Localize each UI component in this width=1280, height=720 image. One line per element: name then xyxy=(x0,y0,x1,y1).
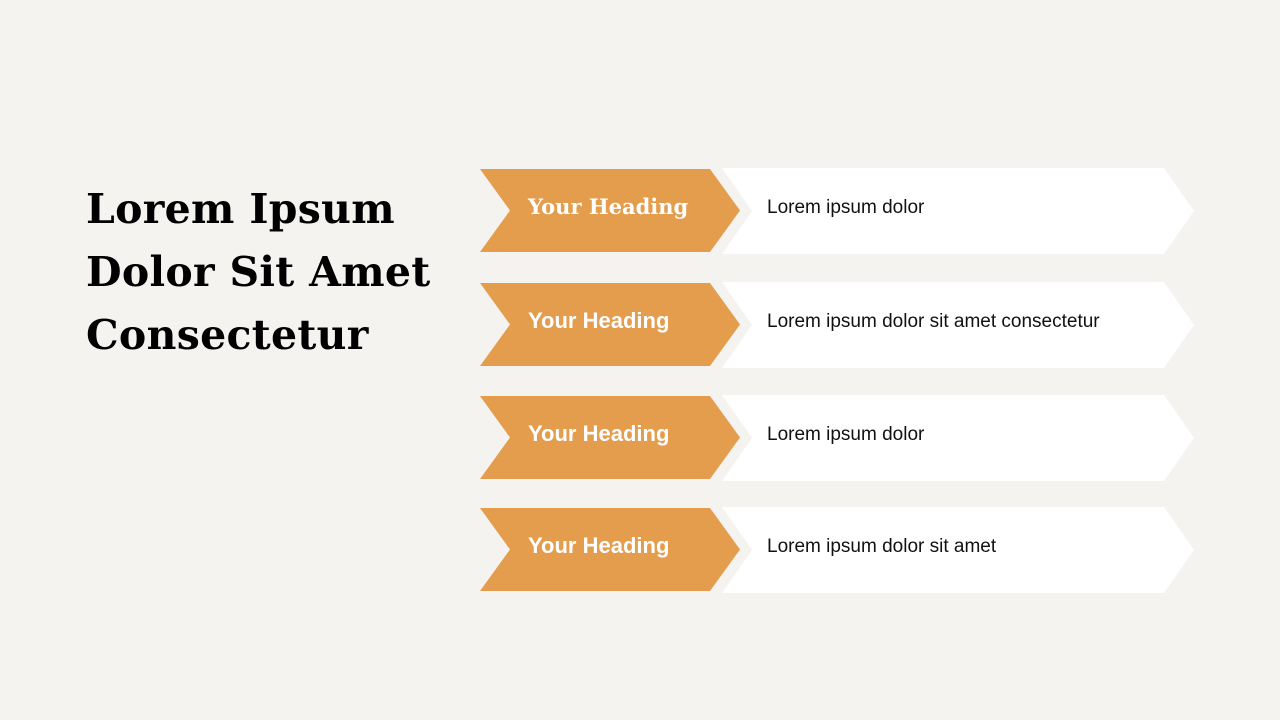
title-line-2: Dolor Sit Amet xyxy=(86,248,431,296)
process-step-3: Your Heading Lorem ipsum dolor xyxy=(480,395,1200,481)
chevron-shapes xyxy=(480,395,1194,481)
step-heading: Your Heading xyxy=(528,308,670,333)
step-description: Lorem ipsum dolor xyxy=(767,424,925,445)
title-line-1: Lorem Ipsum xyxy=(86,185,395,233)
step-description: Lorem ipsum dolor xyxy=(767,197,925,218)
chevron-shapes xyxy=(480,168,1194,254)
step-heading: Your Heading xyxy=(528,533,670,558)
chevron-shapes xyxy=(480,282,1194,368)
step-description: Lorem ipsum dolor sit amet xyxy=(767,536,997,557)
slide-title: Lorem Ipsum Dolor Sit Amet Consectetur xyxy=(86,178,431,367)
process-step-4: Your Heading Lorem ipsum dolor sit amet xyxy=(480,507,1200,593)
title-line-3: Consectetur xyxy=(86,311,369,359)
step-heading: Your Heading xyxy=(528,194,689,219)
process-step-2: Your Heading Lorem ipsum dolor sit amet … xyxy=(480,282,1200,368)
chevron-shapes xyxy=(480,507,1194,593)
step-heading: Your Heading xyxy=(528,421,670,446)
step-description: Lorem ipsum dolor sit amet consectetur xyxy=(767,311,1100,332)
process-step-1: Your Heading Lorem ipsum dolor xyxy=(480,168,1200,254)
